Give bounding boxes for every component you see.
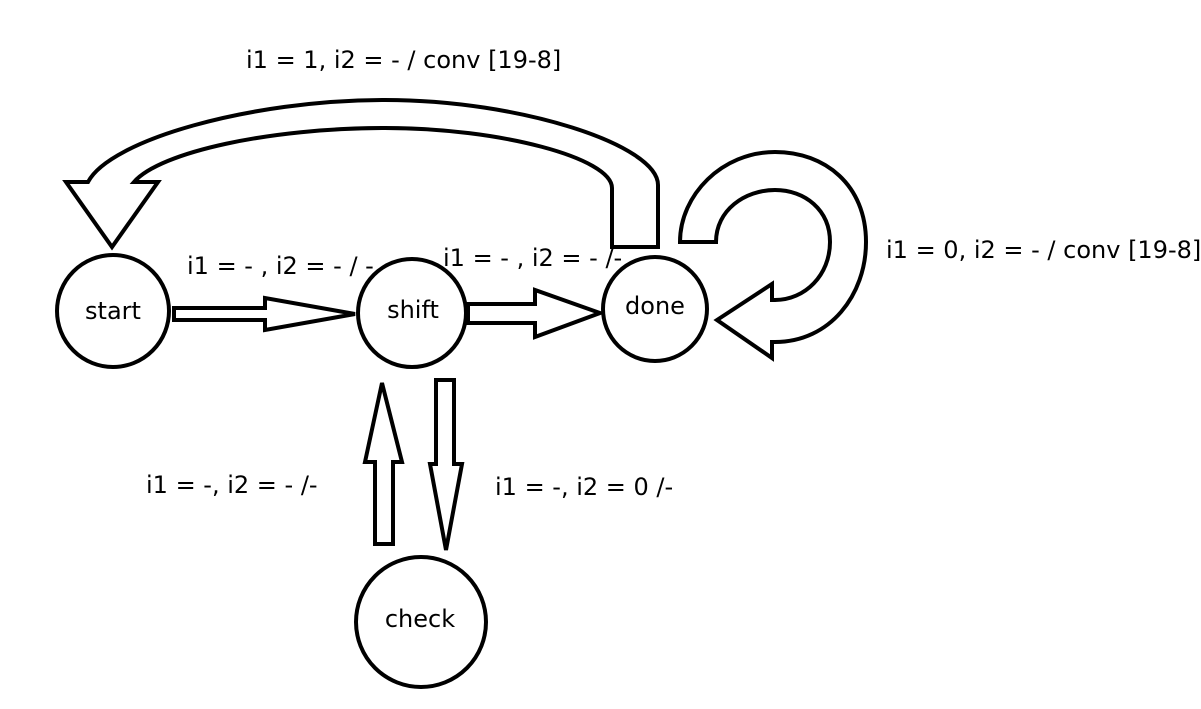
label-shift-to-done: i1 = - , i2 = - /- xyxy=(443,244,623,272)
label-check-to-shift: i1 = -, i2 = - /- xyxy=(146,471,318,499)
state-check: check xyxy=(354,555,488,689)
arrow-done-self-loop xyxy=(677,149,869,362)
arrow-shift-to-done xyxy=(466,287,606,340)
label-start-to-shift: i1 = - , i2 = - / - xyxy=(187,252,374,280)
state-start: start xyxy=(55,253,171,369)
state-done: done xyxy=(601,255,709,363)
state-shift-label: shift xyxy=(387,296,439,324)
state-done-label: done xyxy=(625,292,685,320)
state-check-label: check xyxy=(385,605,455,633)
arrow-check-to-shift xyxy=(362,382,405,546)
arrow-done-to-start xyxy=(62,97,660,251)
state-start-label: start xyxy=(85,297,141,325)
label-done-to-start: i1 = 1, i2 = - / conv [19-8] xyxy=(246,46,562,74)
label-done-self-loop: i1 = 0, i2 = - / conv [19-8] xyxy=(886,236,1201,264)
arrow-start-to-shift xyxy=(172,295,356,333)
label-shift-to-check: i1 = -, i2 = 0 /- xyxy=(495,473,674,501)
arrow-shift-to-check xyxy=(427,378,465,551)
state-shift: shift xyxy=(356,257,468,369)
